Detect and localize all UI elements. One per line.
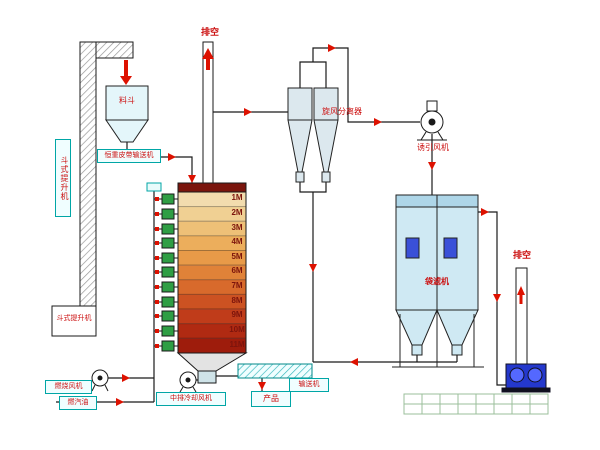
tower-level-label: 2M [231, 208, 243, 217]
tower-level-label: 8M [231, 296, 243, 305]
combustion-fan [91, 369, 109, 392]
tower-level-label: 11M [229, 340, 245, 349]
combustion-fan-label: 燃烧风机 [45, 380, 92, 394]
tower-level-label: 7M [231, 281, 243, 290]
exhaust-stack-right [515, 267, 528, 365]
bag-filter-label: 袋滤机 [425, 277, 449, 286]
bucket-elevator-side-label: 斗式提升机 [55, 139, 71, 217]
tower-level-label: 1M [231, 193, 243, 202]
induced-draft-fan [417, 100, 447, 141]
tower-level-label: 5M [231, 252, 243, 261]
hopper-label: 料斗 [119, 96, 135, 105]
elevator-boot [51, 305, 97, 337]
bag-filter-door [443, 237, 458, 259]
flow-arrows [116, 44, 525, 406]
vent-top-label: 排空 [200, 27, 219, 37]
product-conveyor [237, 363, 313, 379]
rotary-airlock [197, 370, 217, 384]
tower-level-label: 10M [229, 325, 245, 334]
discharge-conveyor-label: 输送机 [289, 378, 329, 392]
title-block-grid [403, 393, 549, 415]
cyclone-separators [287, 87, 339, 183]
induced-draft-fan-label: 诱引风机 [417, 143, 449, 152]
fuel-oil-label: 燃汽油 [59, 396, 97, 410]
feed-hopper [105, 85, 149, 143]
manifold-valve-box [146, 182, 162, 192]
burner-manifold [146, 182, 178, 352]
drying-tower [176, 182, 248, 384]
feed-conveyor-label: 恒重皮带输送机 [97, 149, 161, 163]
tower-level-label: 4M [231, 237, 243, 246]
tower-level-label: 6M [231, 266, 243, 275]
bag-filter-door [405, 237, 420, 259]
cooling-fan-label: 中排冷却风机 [156, 392, 226, 406]
product-label: 产品 [251, 391, 291, 407]
cooling-fan [179, 371, 197, 393]
tower-discharge-hopper [176, 352, 248, 372]
bucket-elevator [51, 41, 134, 337]
vent-right-label: 排空 [512, 250, 531, 260]
tower-level-label: 3M [231, 223, 243, 232]
stack-blower [501, 363, 551, 393]
bag-filter [392, 194, 484, 368]
tower-level-label: 9M [231, 310, 243, 319]
bucket-elevator-boot-label: 斗式提升机 [56, 315, 92, 322]
cyclone-separator-label: 旋风分离器 [322, 107, 362, 116]
